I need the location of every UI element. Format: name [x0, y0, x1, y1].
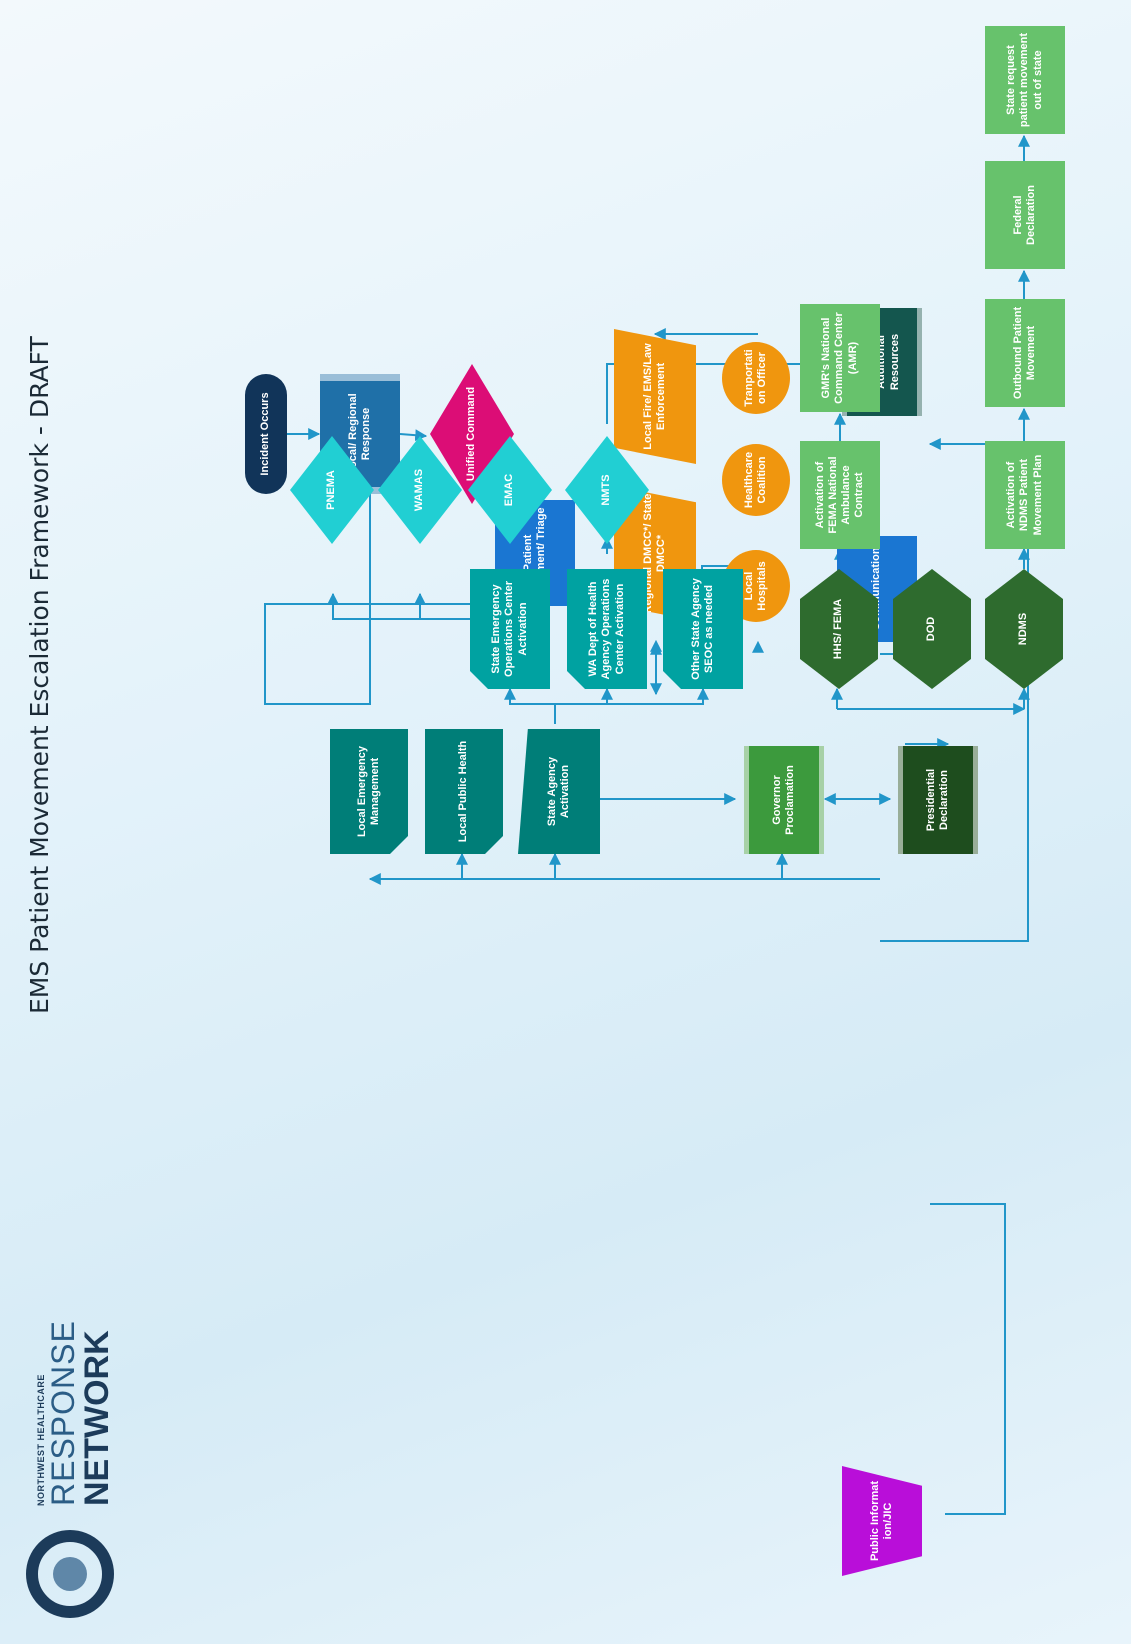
node-label: Local Hospitals: [742, 561, 768, 611]
node-label: Tranportati on Officer: [742, 349, 768, 407]
node-label: Unified Command: [465, 386, 478, 482]
node-label: Local Emergency Management: [355, 745, 381, 838]
node-local-fire-ems: Local Fire/ EMS/Law Enforcement: [614, 329, 696, 464]
node-label: State Agency Activation: [545, 756, 571, 827]
node-presidential-declaration: Presidential Declaration: [898, 746, 978, 854]
node-label: HHS/ FEMA: [832, 598, 845, 660]
edge-seoc-pnema: [327, 592, 470, 620]
logo-line-3: NETWORK: [78, 1330, 116, 1506]
node-state-agency-activation: State Agency Activation: [518, 729, 600, 854]
node-label: GMR's National Command Center (AMR): [820, 312, 859, 404]
edge-addres-public: [930, 1203, 1006, 1515]
edge-state-seoc: [504, 687, 556, 724]
node-label: NDMS: [1017, 612, 1030, 646]
node-label: WA Dept of Health Agency Operations Cent…: [587, 578, 626, 680]
node-healthcare-coalition: Healthcare Coalition: [722, 444, 790, 516]
node-state-eoc: State Emergency Operations Center Activa…: [470, 569, 550, 689]
node-outbound-patient-movement: Outbound Patient Movement: [985, 299, 1065, 407]
node-governor-proclamation: Governor Proclamation: [744, 746, 824, 854]
node-label: Local Public Health: [457, 740, 470, 843]
node-label: WAMAS: [413, 468, 426, 512]
node-state-request-out-of-state: State request patient movement out of st…: [985, 26, 1065, 134]
logo-wordmark: NORTHWEST HEALTHCARE RESPONSE NETWORK: [36, 1320, 116, 1506]
page-title: EMS Patient Movement Escalation Framewor…: [25, 336, 54, 1014]
node-local-public-health: Local Public Health: [425, 729, 503, 854]
brand-logo: NORTHWEST HEALTHCARE RESPONSE NETWORK: [20, 1294, 130, 1624]
node-local-emergency-mgmt: Local Emergency Management: [330, 729, 408, 854]
node-label: Local Fire/ EMS/Law Enforcement: [641, 343, 667, 450]
node-label: Presidential Declaration: [924, 768, 950, 832]
node-ndms-movement-plan: Activation of NDMS Patient Movement Plan: [985, 441, 1065, 549]
node-label: State Emergency Operations Center Activa…: [490, 581, 529, 677]
node-federal-declaration: Federal Declaration: [985, 161, 1065, 269]
node-label: Public Informat ion/JIC: [868, 1480, 894, 1562]
edge-state-doh: [555, 687, 613, 705]
node-label: State request patient movement out of st…: [1005, 32, 1044, 128]
node-label: Federal Declaration: [1011, 185, 1037, 245]
node-label: Governor Proclamation: [770, 765, 796, 835]
node-label: DOD: [925, 616, 938, 642]
node-wa-doh-aoc: WA Dept of Health Agency Operations Cent…: [567, 569, 647, 689]
logo-mark-icon: [26, 1530, 114, 1618]
node-label: Incident Occurs: [259, 392, 272, 476]
node-label: Other State Agency SEOC as needed: [689, 578, 715, 680]
logo-line-2: RESPONSE: [45, 1320, 81, 1506]
node-gmr-command-center: GMR's National Command Center (AMR): [800, 304, 880, 412]
node-incident-occurs: Incident Occurs: [245, 374, 287, 494]
node-label: Outbound Patient Movement: [1011, 306, 1037, 400]
edge-local-unified: [399, 429, 428, 442]
node-label: Activation of FEMA National Ambulance Co…: [813, 456, 866, 534]
node-label: NMTS: [600, 474, 613, 506]
node-transportation-officer: Tranportati on Officer: [722, 342, 790, 414]
node-fema-ambulance-contract: Activation of FEMA National Ambulance Co…: [800, 441, 880, 549]
node-label: PNEMA: [325, 470, 338, 510]
node-label: EMAC: [503, 473, 516, 507]
node-label: Activation of NDMS Patient Movement Plan: [1005, 454, 1044, 536]
edge-state-other: [607, 687, 709, 705]
node-label: Healthcare Coalition: [742, 451, 768, 509]
node-other-state-agency: Other State Agency SEOC as needed: [663, 569, 743, 689]
